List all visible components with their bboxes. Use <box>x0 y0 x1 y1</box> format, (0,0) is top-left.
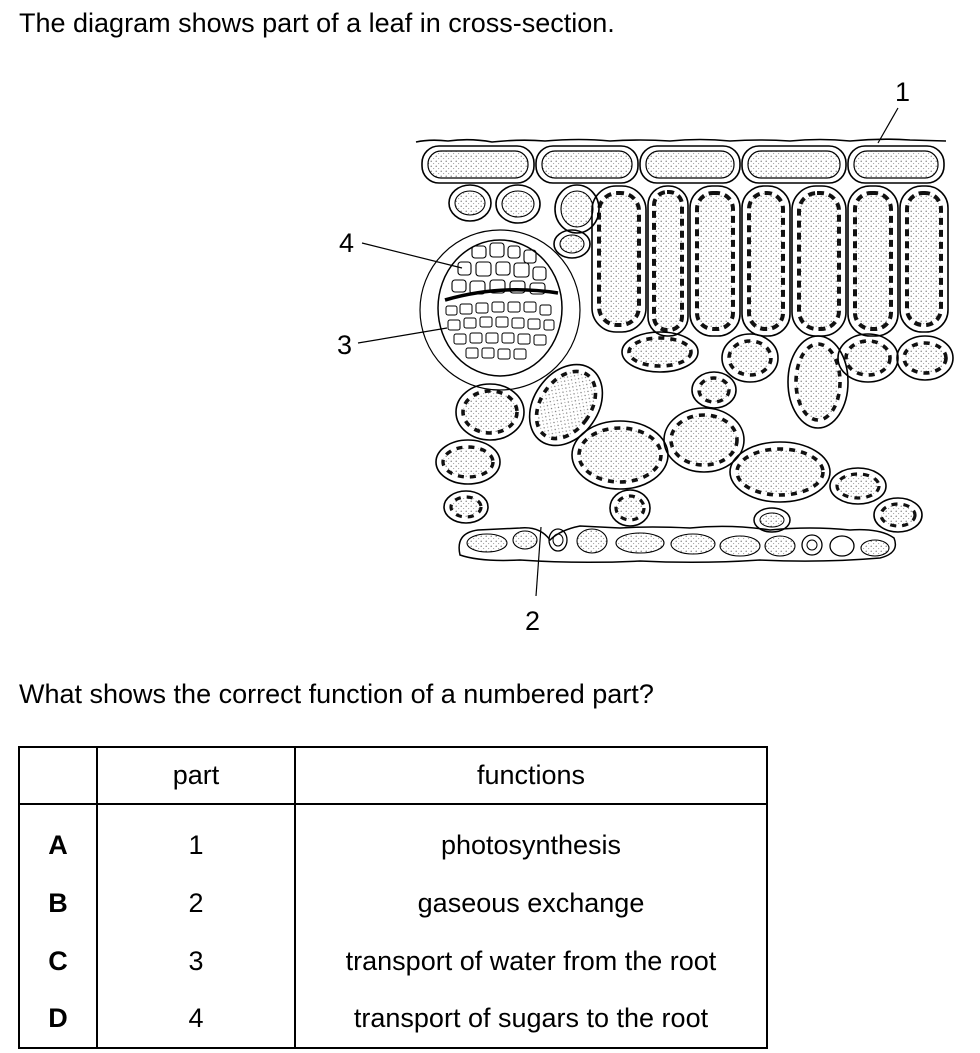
option-function: transport of water from the root <box>294 932 768 990</box>
cuticle <box>415 138 947 143</box>
header-empty <box>18 746 98 805</box>
leader-line-4 <box>361 242 463 269</box>
intro-text: The diagram shows part of a leaf in cros… <box>19 8 615 38</box>
option-part: 2 <box>96 874 296 932</box>
leader-line-1 <box>877 107 899 144</box>
label-2: 2 <box>525 606 540 636</box>
question-text: What shows the correct function of a num… <box>19 679 654 709</box>
phloem-cells <box>445 301 555 360</box>
header-functions: functions <box>294 746 768 805</box>
option-function: transport of sugars to the root <box>294 990 768 1049</box>
label-3: 3 <box>337 330 352 360</box>
palisade-layer <box>591 185 949 337</box>
leader-line-3 <box>357 327 448 344</box>
upper-epidermis <box>421 145 945 184</box>
option-letter: D <box>18 990 98 1049</box>
leader-lines <box>357 107 899 597</box>
option-function: gaseous exchange <box>294 874 768 932</box>
table-row[interactable]: D 4 transport of sugars to the root <box>18 990 768 1049</box>
leader-line-2 <box>535 526 542 597</box>
spongy-mesophyll <box>435 331 954 533</box>
cambium-line <box>444 287 559 302</box>
option-letter: B <box>18 874 98 932</box>
xylem-cells <box>451 242 547 295</box>
header-part: part <box>96 746 296 805</box>
option-part: 1 <box>96 804 296 874</box>
label-1: 1 <box>895 77 910 107</box>
option-function: photosynthesis <box>294 804 768 874</box>
option-letter: C <box>18 932 98 990</box>
option-letter: A <box>18 804 98 874</box>
small-mesophyll-cells <box>448 184 600 259</box>
table-header-row: part functions <box>18 746 768 805</box>
lower-epidermis <box>458 507 897 564</box>
leaf-cross-section-diagram: 1 2 3 4 <box>337 77 954 636</box>
table-row[interactable]: C 3 transport of water from the root <box>18 932 768 990</box>
answer-options-table: part functions A 1 photosynthesis B 2 ga… <box>18 746 768 1049</box>
vascular-bundle <box>419 229 581 391</box>
label-4: 4 <box>339 228 354 258</box>
option-part: 3 <box>96 932 296 990</box>
option-part: 4 <box>96 990 296 1049</box>
table-row[interactable]: B 2 gaseous exchange <box>18 874 768 932</box>
table-row[interactable]: A 1 photosynthesis <box>18 804 768 874</box>
